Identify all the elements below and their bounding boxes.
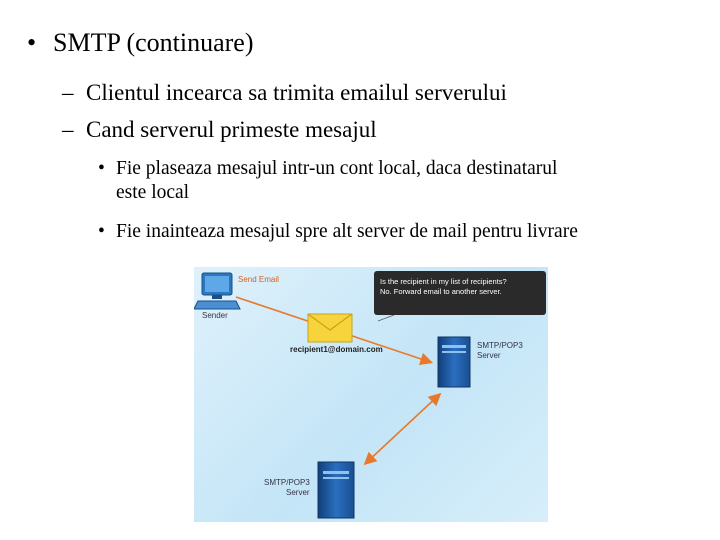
server1-label-2: Server <box>477 351 501 360</box>
address-label: recipient1@domain.com <box>290 345 383 354</box>
callout-box: Is the recipient in my list of recipient… <box>374 271 546 315</box>
sub-sub-bullet-2: • Fie inainteaza mesajul spre alt server … <box>98 220 578 244</box>
sub-bullet-2: –Cand serverul primeste mesajul <box>62 117 377 143</box>
computer-icon <box>194 272 241 310</box>
dash-marker: – <box>62 80 74 105</box>
dot-marker: • <box>98 158 105 179</box>
smtp-diagram: Send Email Sender recipient1@domain.com … <box>194 267 548 522</box>
sub-bullet-2-text: Cand serverul primeste mesajul <box>86 117 377 142</box>
callout-line-2: No. Forward email to another server. <box>380 287 502 296</box>
server1-label-1: SMTP/POP3 <box>477 341 523 350</box>
envelope-icon <box>307 313 353 343</box>
bullet-marker: • <box>27 28 37 57</box>
send-email-label: Send Email <box>238 275 279 284</box>
server-icon <box>437 336 471 388</box>
server2-label-1: SMTP/POP3 <box>264 478 310 487</box>
sub-sub-bullet-1-text: Fie plaseaza mesajul intr-un cont local,… <box>116 158 558 179</box>
bullet-title: • SMTP (continuare) <box>27 28 254 58</box>
sub-sub-bullet-1-text-cont: este local <box>116 182 190 203</box>
diagram-graphics <box>194 272 471 519</box>
dash-marker: – <box>62 117 74 142</box>
sub-sub-bullet-1: • Fie plaseaza mesajul intr-un cont local… <box>98 157 557 205</box>
sub-bullet-1: –Clientul incearca sa trimita emailul se… <box>62 80 507 106</box>
arrow-server-to-server <box>363 392 442 466</box>
server-icon <box>317 461 355 519</box>
server2-label-2: Server <box>286 488 310 497</box>
callout-line-1: Is the recipient in my list of recipient… <box>380 277 507 286</box>
sub-bullet-1-text: Clientul incearca sa trimita emailul ser… <box>86 80 507 105</box>
bullet-title-text: SMTP (continuare) <box>53 28 254 57</box>
sender-label: Sender <box>202 311 228 320</box>
dot-marker: • <box>98 221 105 242</box>
sub-sub-bullet-2-text: Fie inainteaza mesajul spre alt server d… <box>116 221 578 242</box>
